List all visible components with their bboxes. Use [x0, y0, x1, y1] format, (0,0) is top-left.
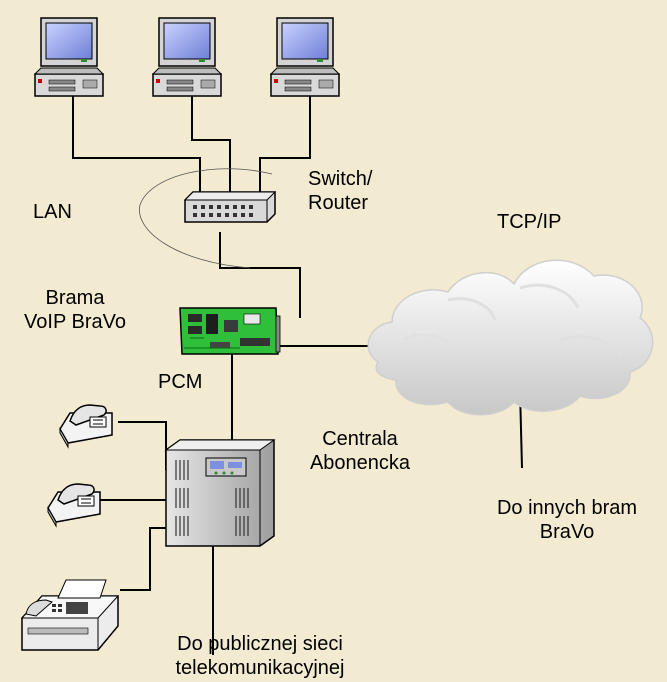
tcpip-label: TCP/IP: [497, 211, 562, 233]
pbx-icon: [164, 439, 276, 547]
voip-gateway-label: Brama VoIP BraVo: [24, 287, 126, 333]
pbx-label: Centrala Abonencka: [309, 428, 411, 474]
phone-icon: [47, 483, 101, 527]
pcm-label: PCM: [158, 371, 203, 393]
switch-icon: [183, 191, 277, 223]
public-network-label: Do publicznej sieci telekomunikacyjnej: [175, 633, 345, 679]
voip-card-icon: [179, 307, 281, 355]
computer-icon: [270, 17, 340, 97]
cloud-icon: [367, 259, 654, 416]
phone-icon: [59, 404, 113, 448]
fax-icon: [20, 579, 120, 651]
lan-label: LAN: [33, 201, 72, 223]
other-gateways-label: Do innych bram BraVo: [496, 497, 638, 543]
computer-icon: [34, 17, 104, 97]
computer-icon: [152, 17, 222, 97]
switch-router-label: Switch/ Router: [308, 168, 373, 214]
lan-boundary: [139, 168, 273, 269]
